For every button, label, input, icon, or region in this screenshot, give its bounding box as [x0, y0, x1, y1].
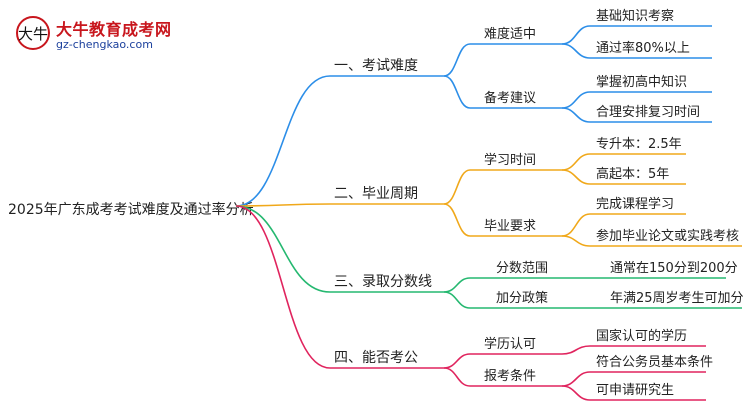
leaf-connector [561, 345, 591, 355]
subtopic-connector [443, 277, 471, 293]
leaf-connector [561, 385, 591, 401]
site-logo: 大牛 大牛教育成考网 gz-chengkao.com [16, 14, 176, 58]
subtopic: 加分政策 [496, 290, 548, 306]
branch-connector [235, 75, 331, 207]
leaf-topic: 专升本：2.5年 [596, 137, 682, 152]
subtopic-connector [443, 75, 471, 109]
leaf-topic: 高起本：5年 [596, 166, 669, 182]
leaf-topic: 合理安排复习时间 [596, 105, 700, 120]
leaf-topic: 年满25周岁考生可加分 [610, 291, 744, 306]
leaf-connector [561, 371, 591, 387]
leaf-topic: 基础知识考察 [596, 8, 674, 24]
subtopic: 毕业要求 [484, 219, 536, 234]
branch-topic: 一、考试难度 [334, 58, 418, 74]
subtopic: 难度适中 [484, 26, 536, 42]
leaf-connector [561, 153, 591, 171]
leaf-connector [561, 43, 591, 59]
leaf-connector [561, 169, 591, 185]
subtopic-connector [443, 203, 471, 237]
subtopic-connector [443, 291, 471, 309]
branch-topic: 四、能否考公 [334, 350, 418, 366]
leaf-topic: 通常在150分到200分 [610, 261, 738, 276]
subtopic-connector [443, 169, 471, 205]
leaf-connector [561, 91, 591, 109]
logo-url: gz-chengkao.com [56, 38, 153, 51]
root-topic: 2025年广东成考考试难度及通过率分析 [8, 201, 254, 218]
leaf-topic: 通过率80%以上 [596, 40, 690, 56]
subtopic-connector [443, 43, 471, 77]
leaf-topic: 符合公务员基本条件 [596, 354, 713, 370]
subtopic-connector [443, 353, 471, 369]
branch-connector [235, 205, 331, 293]
branch-topic: 二、毕业周期 [334, 186, 418, 202]
leaf-connector [561, 107, 591, 123]
leaf-connector [561, 213, 591, 237]
subtopic: 学历认可 [484, 336, 536, 352]
subtopic: 备考建议 [484, 90, 536, 106]
leaf-connector [561, 25, 591, 45]
logo-badge-icon: 大牛 [16, 16, 50, 50]
subtopic-connector [443, 367, 471, 387]
branch-connector [235, 205, 331, 369]
subtopic: 报考条件 [484, 368, 536, 384]
subtopic: 学习时间 [484, 152, 536, 168]
logo-title: 大牛教育成考网 [56, 20, 172, 39]
leaf-topic: 参加毕业论文或实践考核 [596, 228, 739, 244]
branch-topic: 三、录取分数线 [334, 274, 432, 290]
leaf-topic: 国家认可的学历 [596, 328, 687, 344]
leaf-topic: 掌握初高中知识 [596, 74, 687, 90]
leaf-connector [561, 235, 591, 247]
leaf-topic: 完成课程学习 [596, 196, 674, 212]
subtopic: 分数范围 [496, 261, 548, 276]
branch-connector [235, 203, 331, 207]
leaf-topic: 可申请研究生 [596, 383, 674, 398]
